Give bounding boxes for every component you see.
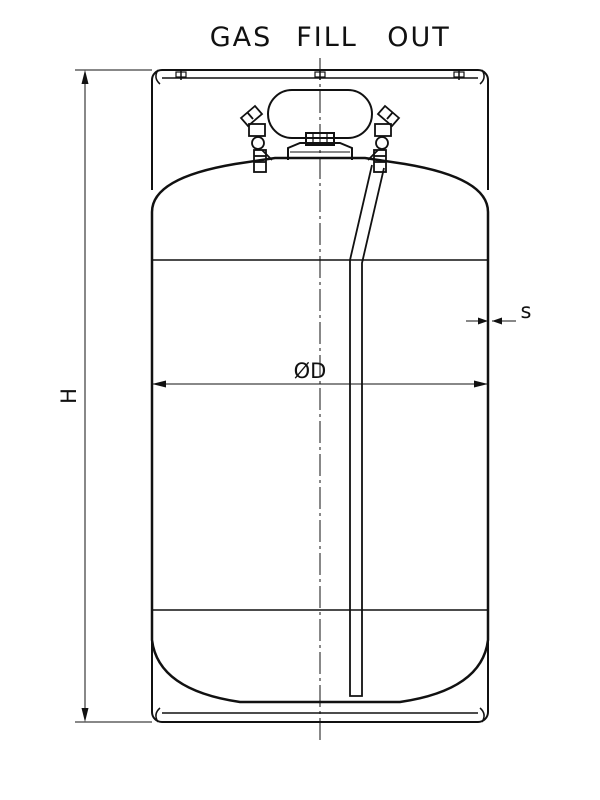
ring-bolt-left	[175, 70, 187, 80]
wall-thickness-label: s	[521, 299, 532, 323]
spear-fitting	[287, 132, 353, 160]
gas-valve	[239, 104, 273, 173]
ring-bolt-right	[453, 70, 465, 80]
height-label: H	[57, 388, 81, 404]
top-chime-ring	[151, 69, 489, 190]
height-dimension	[75, 69, 152, 723]
vessel-body	[150, 156, 490, 704]
ring-bolt-center	[314, 70, 326, 80]
label-gas: GAS	[210, 22, 273, 53]
dip-tube	[349, 164, 385, 697]
out-valve	[367, 104, 401, 173]
diameter-dimension	[152, 380, 488, 388]
diameter-label: ØD	[294, 359, 327, 383]
bottom-skirt-ring	[151, 610, 489, 723]
wall-thickness-dimension	[466, 317, 516, 325]
handle-opening	[267, 89, 373, 139]
label-out: OUT	[387, 22, 451, 53]
label-fill: FILL	[296, 22, 358, 53]
